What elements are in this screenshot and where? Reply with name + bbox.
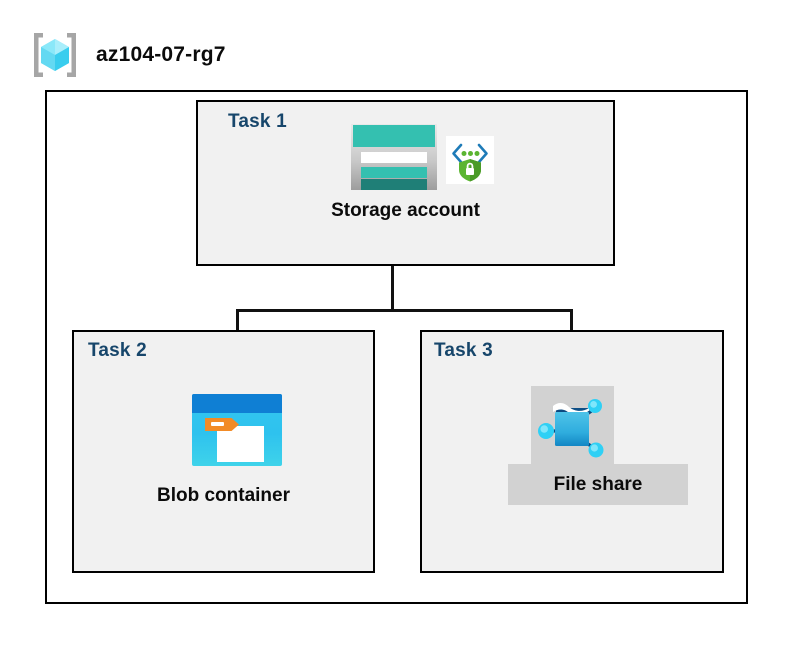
secure-endpoint-shield-icon [446, 136, 494, 184]
connector-horizontal-bus [236, 309, 573, 312]
file-share-label-highlight [508, 464, 688, 505]
blob-container-icon [192, 394, 282, 466]
task-label-task3: Task 3 [434, 340, 493, 361]
resource-group-cube-icon [28, 28, 82, 82]
node-label-blob-container: Blob container [156, 485, 290, 506]
task-label-task2: Task 2 [88, 340, 147, 361]
resource-group-name: az104-07-rg7 [96, 43, 226, 66]
resource-group-header: az104-07-rg7 [28, 24, 368, 86]
file-share-icon [531, 386, 614, 464]
node-label-file-share: File share [553, 474, 643, 495]
task-label-task1: Task 1 [228, 111, 287, 132]
node-label-storage-account: Storage account [331, 200, 480, 221]
storage-account-icon [351, 124, 437, 190]
